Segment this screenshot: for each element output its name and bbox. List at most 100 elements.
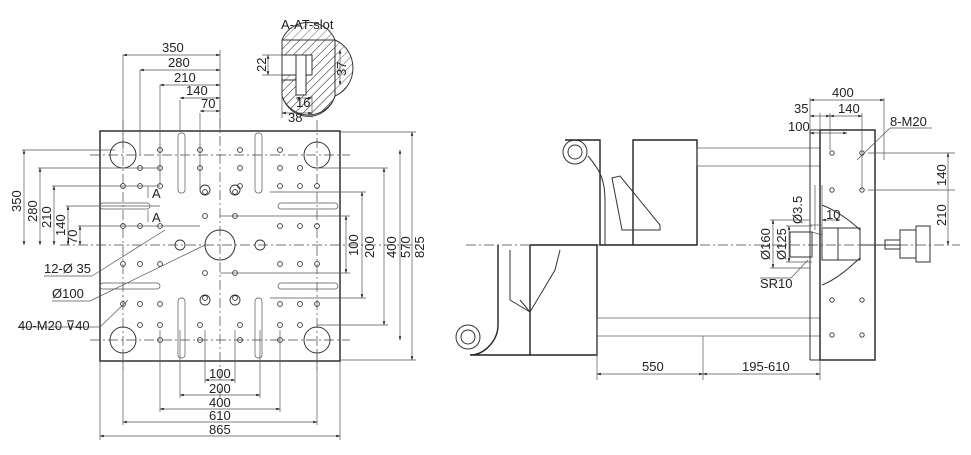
side-top-dimensions: 400 35 140 100 Ø3.5 10 (788, 85, 885, 230)
side-dim-35: 35 (794, 101, 808, 116)
side-dim-400: 400 (832, 85, 854, 100)
dim-bottom-865: 865 (209, 422, 231, 437)
tapped-hole (277, 183, 283, 189)
tapped-hole (202, 270, 208, 276)
section-mark-a-lower: A (152, 210, 161, 225)
slot-dim-22: 22 (254, 58, 269, 72)
tapped-hole (197, 322, 203, 328)
dim-width-210: 210 (174, 70, 196, 85)
tapped-hole (297, 322, 303, 328)
platen-bolt-hole (859, 332, 865, 338)
tapped-hole (277, 261, 283, 267)
front-top-dimensions: 350 280 210 140 70 (122, 40, 221, 190)
tapped-hole (297, 261, 303, 267)
tapped-hole (277, 165, 283, 171)
tapped-hole (237, 337, 243, 343)
ejector-hole (229, 184, 241, 196)
ejector-hole (254, 239, 266, 251)
dim-bottom-100: 100 (209, 366, 231, 381)
t-slot-section: A-AT-slot 22 37 16 38 (254, 17, 354, 125)
tie-bar-upper (696, 147, 821, 167)
side-dim-10: 10 (826, 207, 840, 222)
tapped-hole (297, 165, 303, 171)
tie-bar-lower (596, 317, 821, 337)
tapped-hole (237, 322, 243, 328)
tapped-hole (237, 147, 243, 153)
stationary-platen-holes (829, 150, 865, 338)
side-view: 400 35 140 100 Ø3.5 10 8-M20 140 (455, 85, 960, 380)
tapped-hole (197, 337, 203, 343)
side-bottom-dimensions: 550 195-610 (596, 336, 821, 380)
dim-right-100: 100 (346, 234, 361, 256)
dim-height-140: 140 (53, 214, 68, 236)
dim-right-825: 825 (412, 236, 427, 258)
dim-width-70: 70 (201, 96, 215, 111)
dim-height-210: 210 (39, 206, 54, 228)
tapped-hole (202, 213, 208, 219)
ejector-hole (199, 294, 211, 306)
side-dim-100: 100 (788, 119, 810, 134)
tapped-hole (297, 223, 303, 229)
tapped-hole (157, 301, 163, 307)
dim-right-200: 200 (362, 236, 377, 258)
dim-bottom-610: 610 (209, 408, 231, 423)
tapped-hole (314, 223, 320, 229)
tapped-hole (277, 322, 283, 328)
tapped-hole (137, 301, 143, 307)
tapped-hole (120, 301, 126, 307)
side-nozzle-dimensions: Ø160 Ø125 SR10 (758, 219, 812, 291)
side-dim-210-right: 210 (934, 204, 949, 226)
side-dim-thread-dia: Ø3.5 (790, 196, 805, 224)
dim-height-280: 280 (25, 200, 40, 222)
front-right-dimensions: 100 200 400 570 570 825 (220, 131, 427, 361)
front-view: 350 280 210 140 70 350 280 210 140 70 A (9, 40, 427, 440)
dim-height-350: 350 (9, 190, 24, 212)
tapped-hole (202, 295, 208, 301)
front-left-dimensions: 350 280 210 140 70 (9, 149, 200, 246)
tapped-hole (202, 189, 208, 195)
tapped-hole (157, 261, 163, 267)
tapped-hole (297, 301, 303, 307)
dim-right-400: 400 (384, 236, 399, 258)
dim-bottom-200: 200 (209, 381, 231, 396)
side-dim-dia125: Ø125 (774, 228, 789, 260)
tapped-hole (277, 223, 283, 229)
tapped-hole (232, 189, 238, 195)
side-dim-550: 550 (642, 359, 664, 374)
side-dim-sr10: SR10 (760, 276, 793, 291)
tapped-hole (277, 147, 283, 153)
side-dim-140: 140 (838, 101, 860, 116)
dim-height-70: 70 (65, 230, 80, 244)
dim-width-280: 280 (168, 55, 190, 70)
tapped-hole (277, 301, 283, 307)
tapped-hole (137, 322, 143, 328)
slot-dim-16: 16 (296, 95, 310, 110)
section-mark-a-upper: A (152, 186, 161, 201)
side-right-dimensions: 140 210 (868, 152, 955, 246)
tapped-hole (297, 183, 303, 189)
platen-bolt-hole (829, 297, 835, 303)
platen-bolt-hole (829, 150, 835, 156)
ejector-hole (229, 294, 241, 306)
callout-center-hole: Ø100 (52, 286, 84, 301)
side-dim-195-610: 195-610 (742, 359, 790, 374)
tapped-hole (157, 322, 163, 328)
platen-bolt-hole (829, 332, 835, 338)
side-dim-140-right: 140 (934, 164, 949, 186)
slot-dim-38: 38 (288, 110, 302, 125)
tapped-hole (237, 165, 243, 171)
tapped-hole (137, 261, 143, 267)
callout-12-holes: 12-Ø 35 (44, 261, 91, 276)
front-callouts: 12-Ø 35 Ø100 40-M20 ⊽40 (18, 229, 206, 333)
tapped-hole (314, 261, 320, 267)
dim-right-570b: 570 (398, 236, 413, 258)
side-bolt-callout: 8-M20 (890, 114, 927, 129)
dim-bottom-400: 400 (209, 395, 231, 410)
tapped-hole (232, 295, 238, 301)
ejector-hole (174, 239, 186, 251)
dim-width-140: 140 (186, 83, 208, 98)
dim-width-350: 350 (162, 40, 184, 55)
side-dim-dia160: Ø160 (758, 228, 773, 260)
callout-tapped-holes: 40-M20 ⊽40 (18, 318, 90, 333)
